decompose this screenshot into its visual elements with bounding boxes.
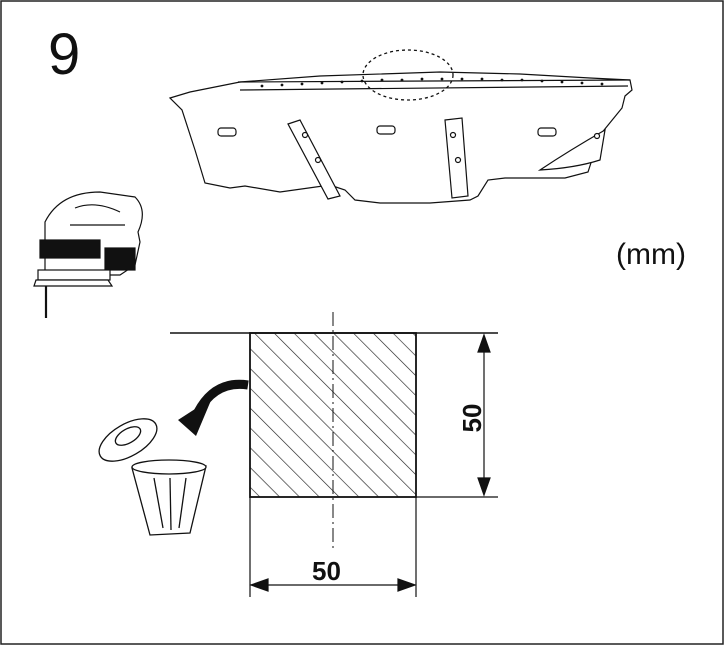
unit-label: (mm) — [616, 238, 686, 271]
step-number: 9 — [48, 22, 81, 87]
jigsaw-icon — [33, 191, 143, 318]
height-dimension — [416, 333, 498, 498]
cut-area-ellipse — [362, 49, 454, 101]
width-dimension-label: 50 — [312, 556, 341, 586]
curved-arrow-icon — [178, 379, 249, 436]
height-dimension-label: 50 — [457, 403, 487, 433]
width-dimension — [249, 497, 417, 597]
clip-holes-row — [260, 77, 604, 88]
trash-can-icon — [98, 418, 207, 536]
undercover-panel — [168, 71, 633, 204]
